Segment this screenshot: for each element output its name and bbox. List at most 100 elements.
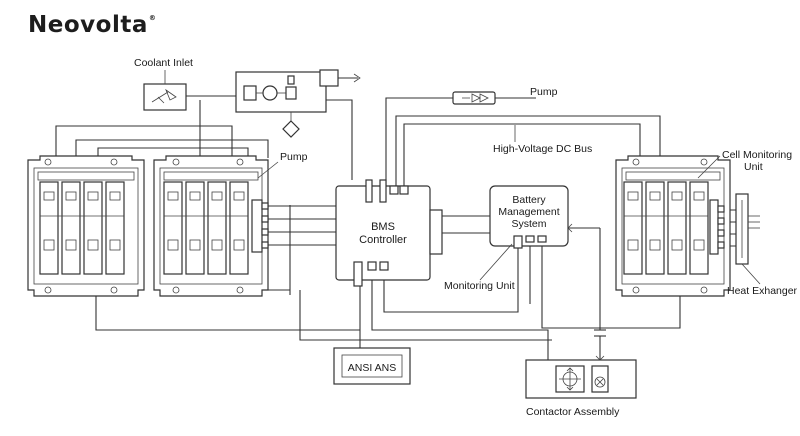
pump-left-leader	[257, 161, 279, 179]
module-screw	[632, 286, 640, 294]
signal-arrow-icon	[567, 223, 573, 233]
cell-label-icon	[211, 239, 223, 251]
battery-cell	[61, 181, 81, 275]
cell-label-icon	[189, 239, 201, 251]
contactor-meter-needle	[596, 378, 604, 386]
connector-housing	[251, 199, 263, 253]
module-inner-frame	[621, 167, 725, 285]
battery-mgmt-pin	[525, 235, 535, 243]
module-screw	[236, 286, 244, 294]
bms-bottom-pin	[367, 261, 377, 271]
module-screw	[632, 158, 640, 166]
battery-mgmt-box	[489, 185, 569, 247]
cell-terminal-icon	[671, 191, 683, 201]
pump-valve-icon	[285, 86, 297, 100]
bms-top-pin	[399, 185, 409, 195]
cell-label-icon	[167, 239, 179, 251]
module-busbar	[163, 171, 259, 181]
module-screw	[700, 158, 708, 166]
battery-cell	[83, 181, 103, 275]
module-screw	[172, 158, 180, 166]
bms-bottom-pin	[353, 261, 363, 287]
module-connector-block	[709, 199, 725, 255]
cell-label-icon	[627, 239, 639, 251]
cell-monitoring-leader	[697, 155, 721, 179]
cell-label-icon	[693, 239, 705, 251]
connector-pin	[261, 228, 269, 236]
module-screw	[44, 158, 52, 166]
battery-module-right	[615, 155, 731, 297]
battery-module-left-inner	[153, 155, 269, 297]
wire-module-top-2	[97, 147, 249, 160]
cell-terminal-icon	[109, 191, 121, 201]
bms-label-line2: Controller	[359, 234, 407, 246]
bms-side-connector	[429, 209, 443, 255]
cell-terminal-icon	[65, 191, 77, 201]
cell-label-icon	[87, 239, 99, 251]
battery-cell	[689, 181, 709, 275]
coolant-inlet-label: Coolant Inlet	[134, 57, 193, 69]
cell-terminal-icon	[211, 191, 223, 201]
connector-housing	[709, 199, 719, 255]
wire-right-bottom-loop	[541, 246, 681, 329]
pump-sensor-icon	[287, 75, 295, 85]
connector-pin	[261, 241, 269, 249]
wire-bms-bottom-2	[371, 270, 549, 360]
battery-mgmt-label-line3: System	[511, 218, 546, 230]
coolant-inlet: Coolant Inlet	[134, 57, 193, 111]
module-screw	[110, 286, 118, 294]
wire-pumpassy-to-bms	[326, 99, 353, 180]
module-busbar	[625, 171, 721, 181]
ansi-module: ANSI ANS	[333, 347, 411, 385]
module-screw	[236, 158, 244, 166]
wire-left-bottom-to-contactor	[299, 290, 552, 341]
connector-pin	[717, 205, 725, 213]
module-busbar	[37, 171, 135, 181]
cell-array	[39, 181, 125, 275]
battery-cell	[667, 181, 687, 275]
bms-label-line1: BMS	[371, 221, 395, 233]
coolant-inlet-box	[143, 83, 187, 111]
module-screw	[44, 286, 52, 294]
cell-terminal-icon	[627, 191, 639, 201]
pump-assembly	[235, 69, 361, 138]
heat-exchanger-label: Heat Exhanger	[727, 285, 798, 297]
pump-motor-icon	[243, 85, 257, 101]
bms-controller: BMS Controller	[335, 179, 443, 287]
module-screw	[172, 286, 180, 294]
pump-top-icon	[462, 93, 489, 103]
wire-hv-bus-outer	[385, 97, 453, 186]
connector-pin	[717, 241, 725, 249]
pump-top: Pump High-Voltage DC Bus	[452, 86, 592, 155]
brand-registered-mark: ®	[148, 14, 157, 22]
battery-mgmt-label-line1: Battery	[512, 194, 546, 206]
battery-cell	[229, 181, 249, 275]
cell-terminal-icon	[233, 191, 245, 201]
battery-cell	[39, 181, 59, 275]
bms-top-pin	[389, 185, 399, 195]
battery-mgmt-label-line2: Management	[498, 206, 559, 218]
monitoring-unit-label: Monitoring Unit	[444, 280, 515, 292]
brand-name: Neovolta	[28, 12, 148, 38]
bms-top-pin	[379, 179, 387, 203]
pump-top-label: Pump	[530, 86, 558, 98]
connector-pin	[261, 202, 269, 210]
module-connector-block	[251, 199, 269, 253]
wire-module-top-1	[75, 139, 269, 160]
bms-top-pin	[365, 179, 373, 203]
heat-exchanger-leader	[741, 263, 761, 285]
cell-label-icon	[109, 239, 121, 251]
wire-coolant-top-loop	[55, 125, 233, 160]
contactor-assembly: Contactor Assembly	[525, 355, 637, 418]
heat-exchanger: Heat Exhanger	[727, 193, 798, 297]
cell-terminal-icon	[167, 191, 179, 201]
battery-cell	[163, 181, 183, 275]
hv-bus-label: High-Voltage DC Bus	[493, 143, 592, 155]
cell-terminal-icon	[649, 191, 661, 201]
contactor-label: Contactor Assembly	[526, 406, 620, 418]
module-inner-frame	[33, 167, 139, 285]
cell-monitoring-label-line1: Cell Monitoring	[722, 149, 792, 161]
module-screw	[700, 286, 708, 294]
battery-cell	[207, 181, 227, 275]
